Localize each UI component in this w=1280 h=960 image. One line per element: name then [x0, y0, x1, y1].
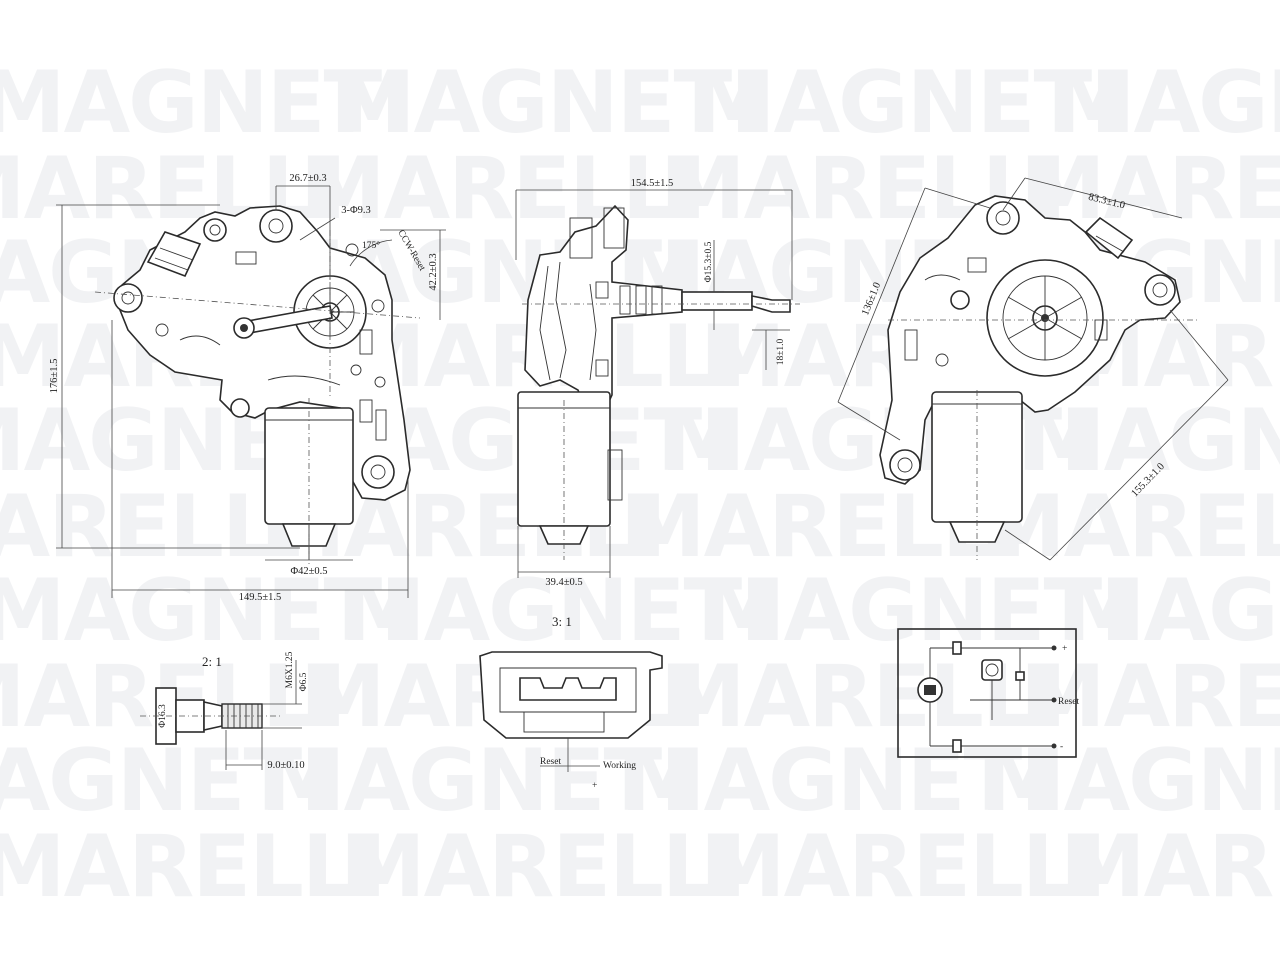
scale-label: 3: 1 — [552, 614, 572, 629]
dim-angle: 175° — [362, 240, 380, 251]
dim-spline: 18±1.0 — [776, 338, 786, 365]
dim-side: 42.2±0.3 — [428, 253, 439, 290]
dim-bore: 3-Φ9.3 — [341, 205, 371, 216]
dim-top: 154.5±1.5 — [631, 178, 674, 189]
watermark-row: MAGNETI — [0, 561, 410, 661]
watermark-row: MARELLI — [0, 817, 385, 917]
watermark-row: MARELLI — [1060, 817, 1280, 917]
label-reset: Reset — [540, 757, 561, 767]
side-shaft — [681, 291, 753, 311]
watermark-row: MAGNETI — [0, 53, 410, 153]
dim-thread: M6X1.25 — [285, 651, 295, 688]
watermark-row: MARELLI — [1020, 647, 1280, 747]
connector-detail: 3: 1 Reset Working + — [479, 614, 663, 791]
dim-width: 149.5±1.5 — [239, 592, 282, 603]
rear-connector — [1084, 216, 1134, 260]
dim-shaft: Φ15.3±0.5 — [704, 241, 714, 282]
side-view: 154.5±1.5 Φ15.3±0.5 18±1.0 39.4±0.5 — [515, 178, 800, 588]
front-mount-hole — [113, 283, 143, 313]
watermark-row: MARELLI — [300, 139, 705, 239]
terminal-minus: - — [1060, 742, 1063, 752]
watermark-row: MAGNETI — [0, 731, 330, 831]
rear-mount-hole — [986, 201, 1020, 235]
watermark-row: MARELLI — [340, 817, 745, 917]
relay-symbol — [981, 659, 1003, 681]
watermark-row: MAGNETI — [1050, 53, 1280, 153]
dim-dia: Φ6.5 — [299, 672, 309, 691]
label-plus: + — [592, 781, 597, 791]
front-view: 176±1.5 149.5±1.5 Φ42±0.5 26.7±0.3 3-Φ9.… — [49, 173, 446, 603]
dim-top: 26.7±0.3 — [289, 173, 326, 184]
wiring-schematic: + Reset - — [897, 628, 1079, 758]
rear-mount-hole — [889, 449, 921, 481]
watermark-row: MAGNETI — [260, 731, 690, 831]
watermark-row: MAGNETI — [330, 53, 760, 153]
dim-left: Φ16.3 — [158, 704, 168, 728]
watermark-row: MAGNETI — [1060, 561, 1280, 661]
dim-motor-dia: Φ42±0.5 — [290, 566, 327, 577]
watermark-row: MAGNETI — [690, 53, 1120, 153]
watermark-row: MAGNETI — [620, 731, 1050, 831]
front-connector — [146, 231, 202, 278]
watermark-row: MAGNETI — [700, 561, 1130, 661]
watermark-row: MARELLI — [700, 817, 1105, 917]
rear-mount-hole — [1144, 274, 1176, 306]
front-mount-hole — [361, 455, 395, 489]
front-mount-hole — [259, 209, 293, 243]
connector-pins — [519, 677, 617, 701]
rear-motor-endcap — [948, 521, 1006, 543]
schematic-frame — [897, 628, 1077, 758]
label-working: Working — [603, 761, 636, 771]
terminal-plus: + — [1062, 644, 1067, 654]
terminal-reset: Reset — [1058, 697, 1079, 707]
watermark-row: MAGNETI — [1020, 391, 1280, 491]
shaft-detail: 2: 1 Φ16.3 M6X1.25 Φ6.5 9.0±0.10 — [140, 651, 309, 771]
watermark-row: MAGNETI — [980, 731, 1280, 831]
scale-label: 2: 1 — [202, 654, 222, 669]
dim-motor: 39.4±0.5 — [545, 577, 582, 588]
watermark-row: MARELLI — [0, 477, 305, 577]
dim-height: 176±1.5 — [49, 359, 60, 394]
watermark-row: MARELLI — [980, 477, 1280, 577]
front-mount-hole — [203, 218, 227, 242]
watermark-row: MAGNETI — [340, 561, 770, 661]
dim-len: 9.0±0.10 — [267, 760, 304, 771]
